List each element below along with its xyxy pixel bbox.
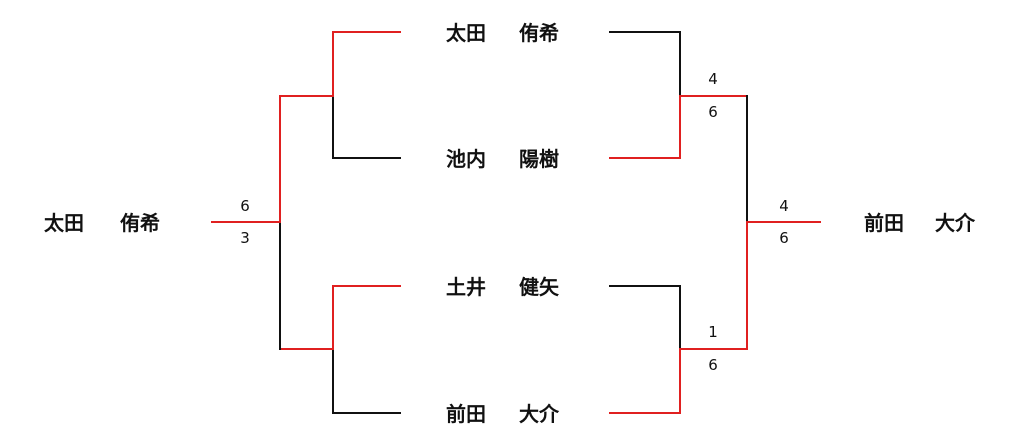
player-3-given: 健矢 bbox=[519, 275, 560, 299]
player-3-surname: 土井 bbox=[446, 275, 486, 299]
semi-1-top-score: 4 bbox=[708, 70, 718, 88]
scores: 4 6 1 6 6 3 4 6 bbox=[240, 70, 789, 374]
right-champion-given: 大介 bbox=[935, 211, 976, 235]
semi-2-top-score: 1 bbox=[708, 323, 718, 341]
semi-2-bottom-score: 6 bbox=[708, 356, 718, 374]
right-bracket-lines bbox=[609, 31, 821, 414]
player-4-given: 大介 bbox=[519, 402, 560, 426]
left-final-top-score: 6 bbox=[240, 197, 250, 215]
player-1-given: 侑希 bbox=[519, 21, 559, 45]
right-champion-surname: 前田 bbox=[864, 211, 904, 235]
left-champion-surname: 太田 bbox=[44, 211, 84, 235]
right-champion: 前田 大介 bbox=[864, 211, 976, 235]
right-final-bottom-score: 6 bbox=[779, 229, 789, 247]
player-names: 太田 侑希 池内 陽樹 土井 健矢 前田 大介 bbox=[446, 21, 560, 426]
player-4-surname: 前田 bbox=[446, 402, 486, 426]
left-bracket-lines bbox=[211, 31, 401, 414]
semi-1-bottom-score: 6 bbox=[708, 103, 718, 121]
player-2-surname: 池内 bbox=[446, 147, 486, 171]
right-final-top-score: 4 bbox=[779, 197, 789, 215]
player-1-surname: 太田 bbox=[446, 21, 486, 45]
left-champion: 太田 侑希 bbox=[44, 211, 160, 235]
left-final-bottom-score: 3 bbox=[240, 229, 250, 247]
player-2-given: 陽樹 bbox=[519, 147, 559, 171]
left-champion-given: 侑希 bbox=[120, 211, 160, 235]
